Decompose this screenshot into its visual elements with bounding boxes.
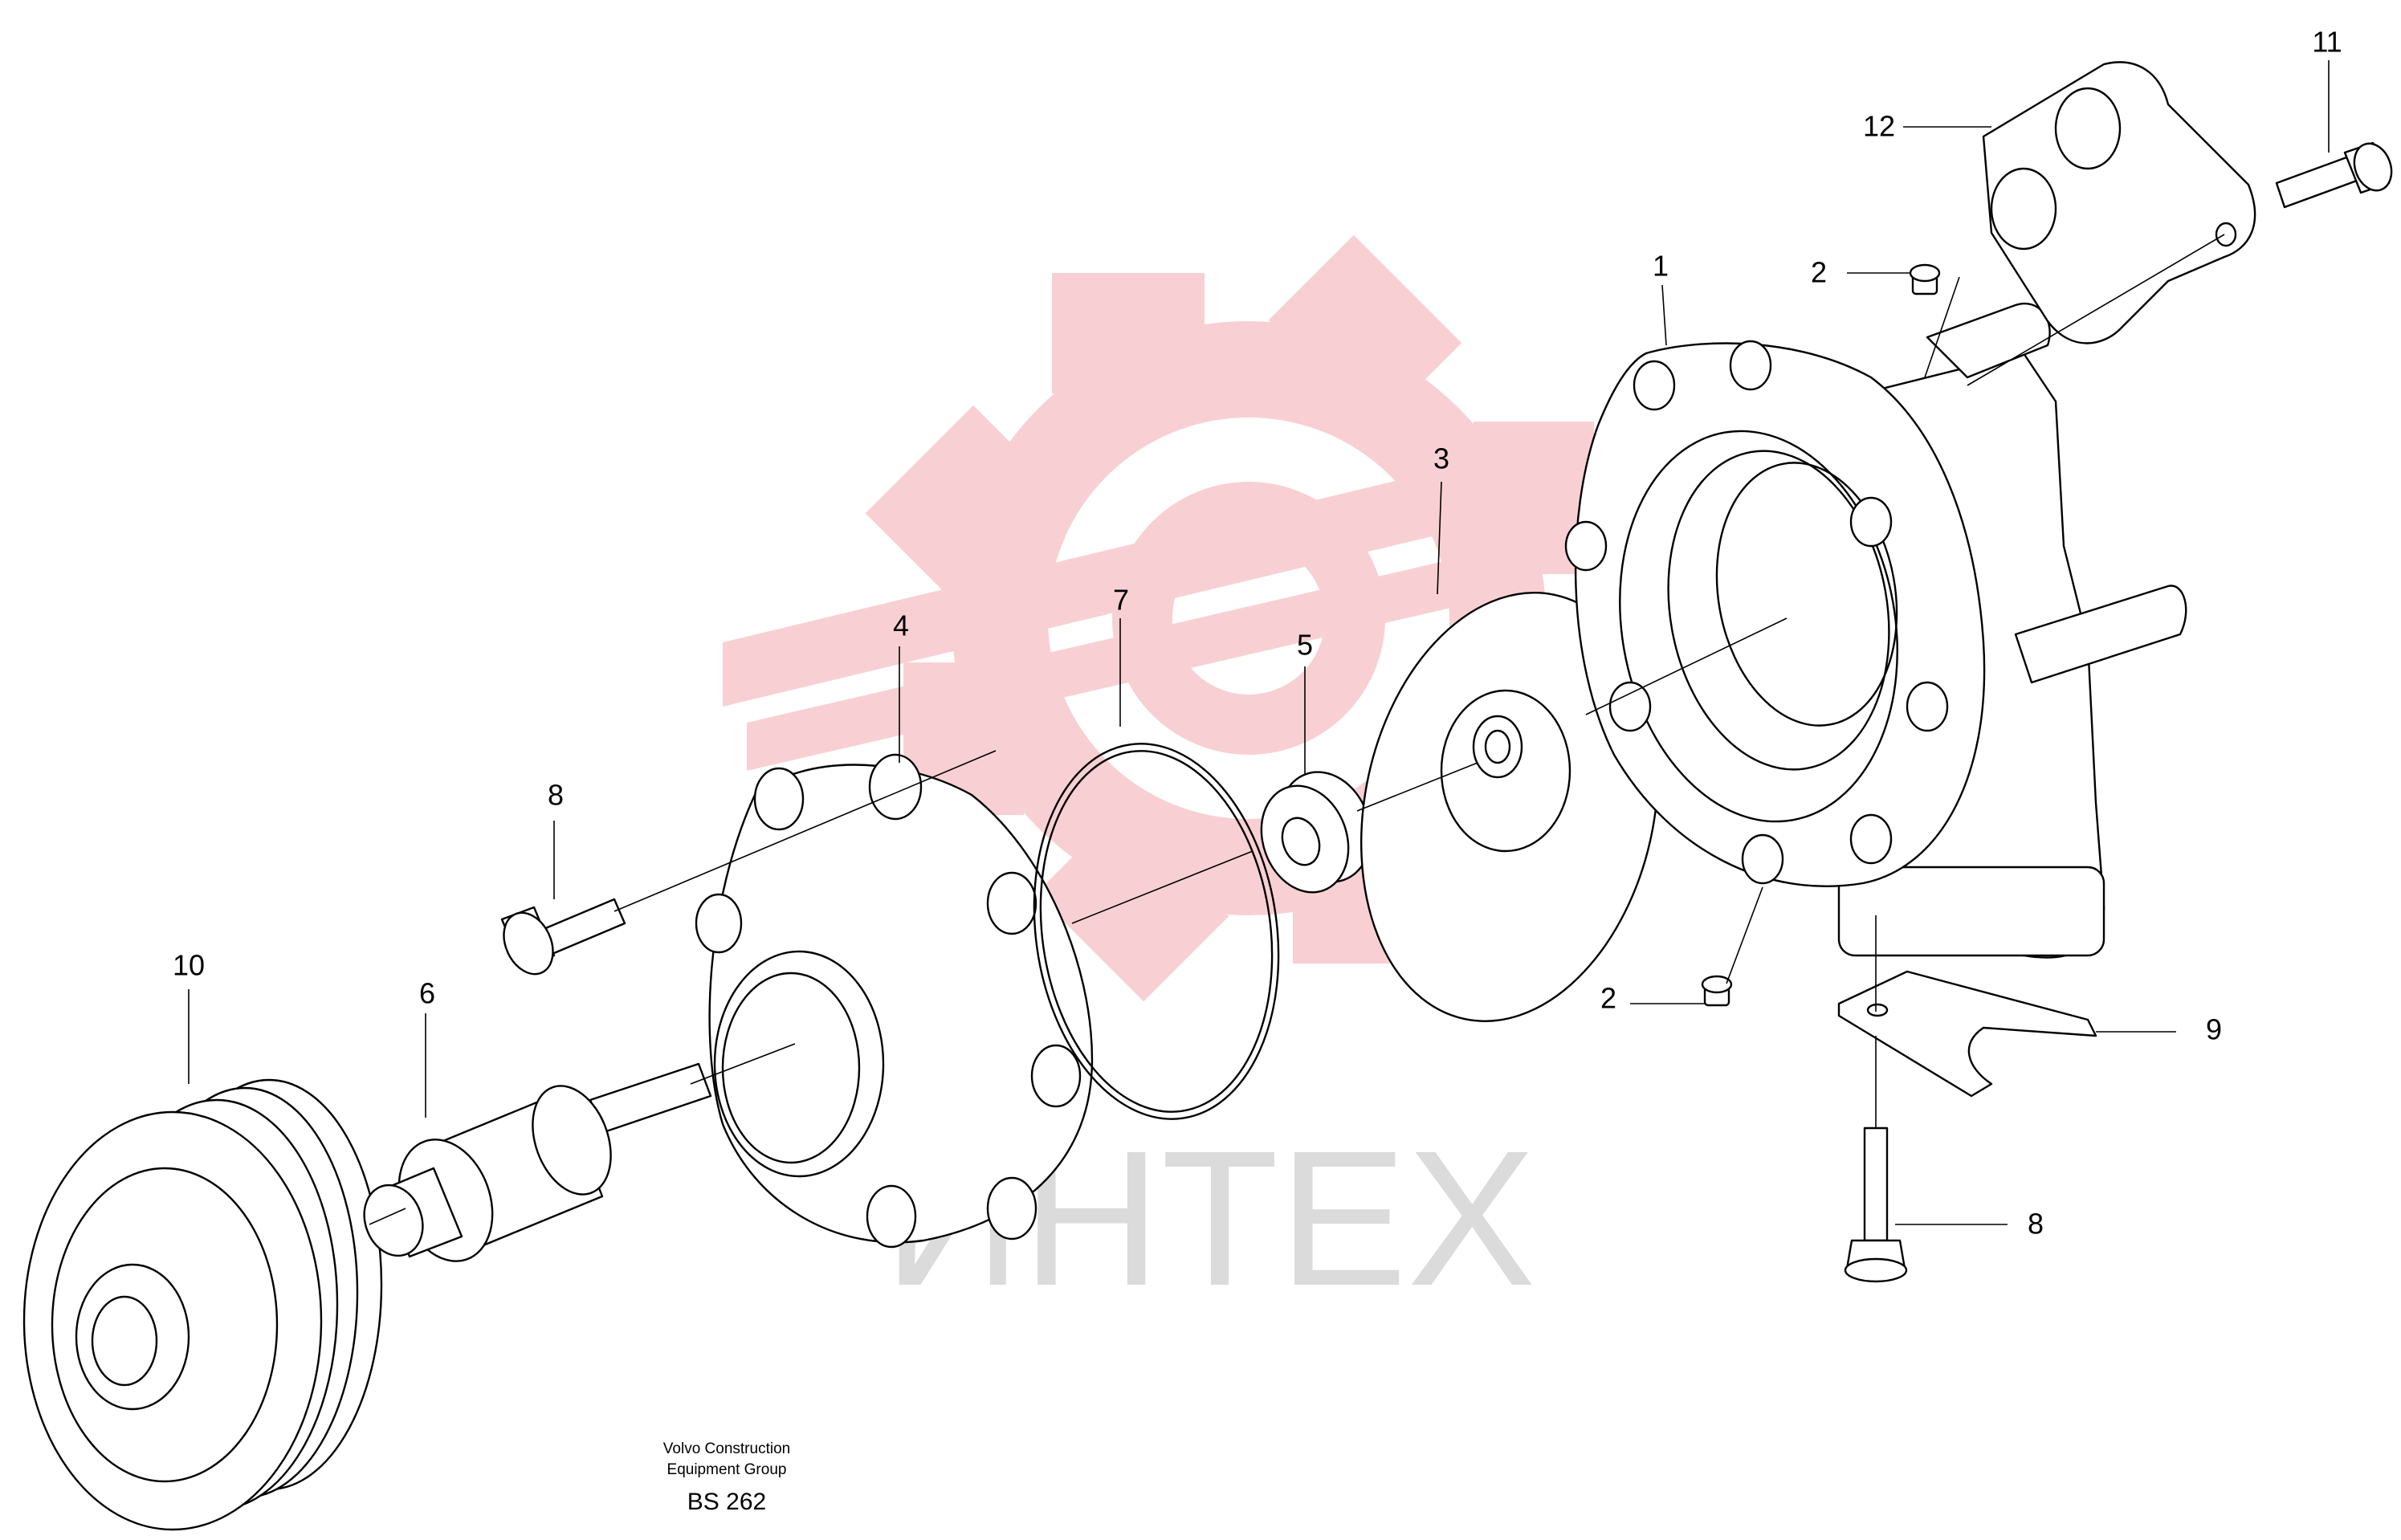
callout-2-top: 2 bbox=[1811, 256, 1827, 289]
callout-4: 4 bbox=[893, 609, 909, 642]
watermark-logo bbox=[723, 234, 1633, 1002]
callout-8-right: 8 bbox=[2028, 1208, 2044, 1241]
callout-7: 7 bbox=[1113, 584, 1129, 617]
part-pump-housing bbox=[1564, 302, 2187, 959]
caption-company-line1: Volvo Construction bbox=[663, 1440, 790, 1457]
part-bolt-right bbox=[2275, 141, 2393, 209]
part-plug-bottom bbox=[1701, 975, 1733, 1007]
leader-lines bbox=[188, 60, 2330, 1225]
callout-11: 11 bbox=[2312, 26, 2342, 59]
part-shaft-bearing bbox=[363, 1062, 712, 1262]
part-plug-top bbox=[1909, 263, 1941, 295]
callout-2-bottom: 2 bbox=[1600, 982, 1616, 1015]
part-pulley bbox=[22, 1078, 383, 1531]
part-o-ring bbox=[1033, 743, 1280, 1120]
part-bracket bbox=[1982, 61, 2256, 344]
caption-company-line2: Equipment Group bbox=[667, 1461, 787, 1478]
part-impeller bbox=[1360, 592, 1659, 1022]
callout-9: 9 bbox=[2206, 1013, 2222, 1046]
callout-12: 12 bbox=[1863, 110, 1895, 143]
part-pump-cover bbox=[695, 753, 1094, 1249]
callout-6: 6 bbox=[419, 977, 435, 1010]
callout-3: 3 bbox=[1433, 442, 1449, 475]
callout-labels: 1 2 2 3 4 5 6 7 8 8 9 10 11 12 bbox=[173, 26, 2342, 1241]
part-bolt-bottom bbox=[1844, 1126, 1908, 1283]
part-seal bbox=[1260, 771, 1372, 894]
caption-block: Volvo Construction Equipment Group BS 26… bbox=[663, 1440, 790, 1515]
callout-1: 1 bbox=[1653, 250, 1669, 283]
part-bolt-left bbox=[500, 898, 626, 976]
callout-10: 10 bbox=[173, 949, 205, 982]
callout-5: 5 bbox=[1297, 629, 1313, 662]
assembly-lines bbox=[369, 234, 2225, 1225]
caption-code: BS 262 bbox=[687, 1489, 766, 1515]
part-bracket-plate bbox=[1837, 970, 2097, 1098]
callout-8-left: 8 bbox=[548, 779, 564, 812]
